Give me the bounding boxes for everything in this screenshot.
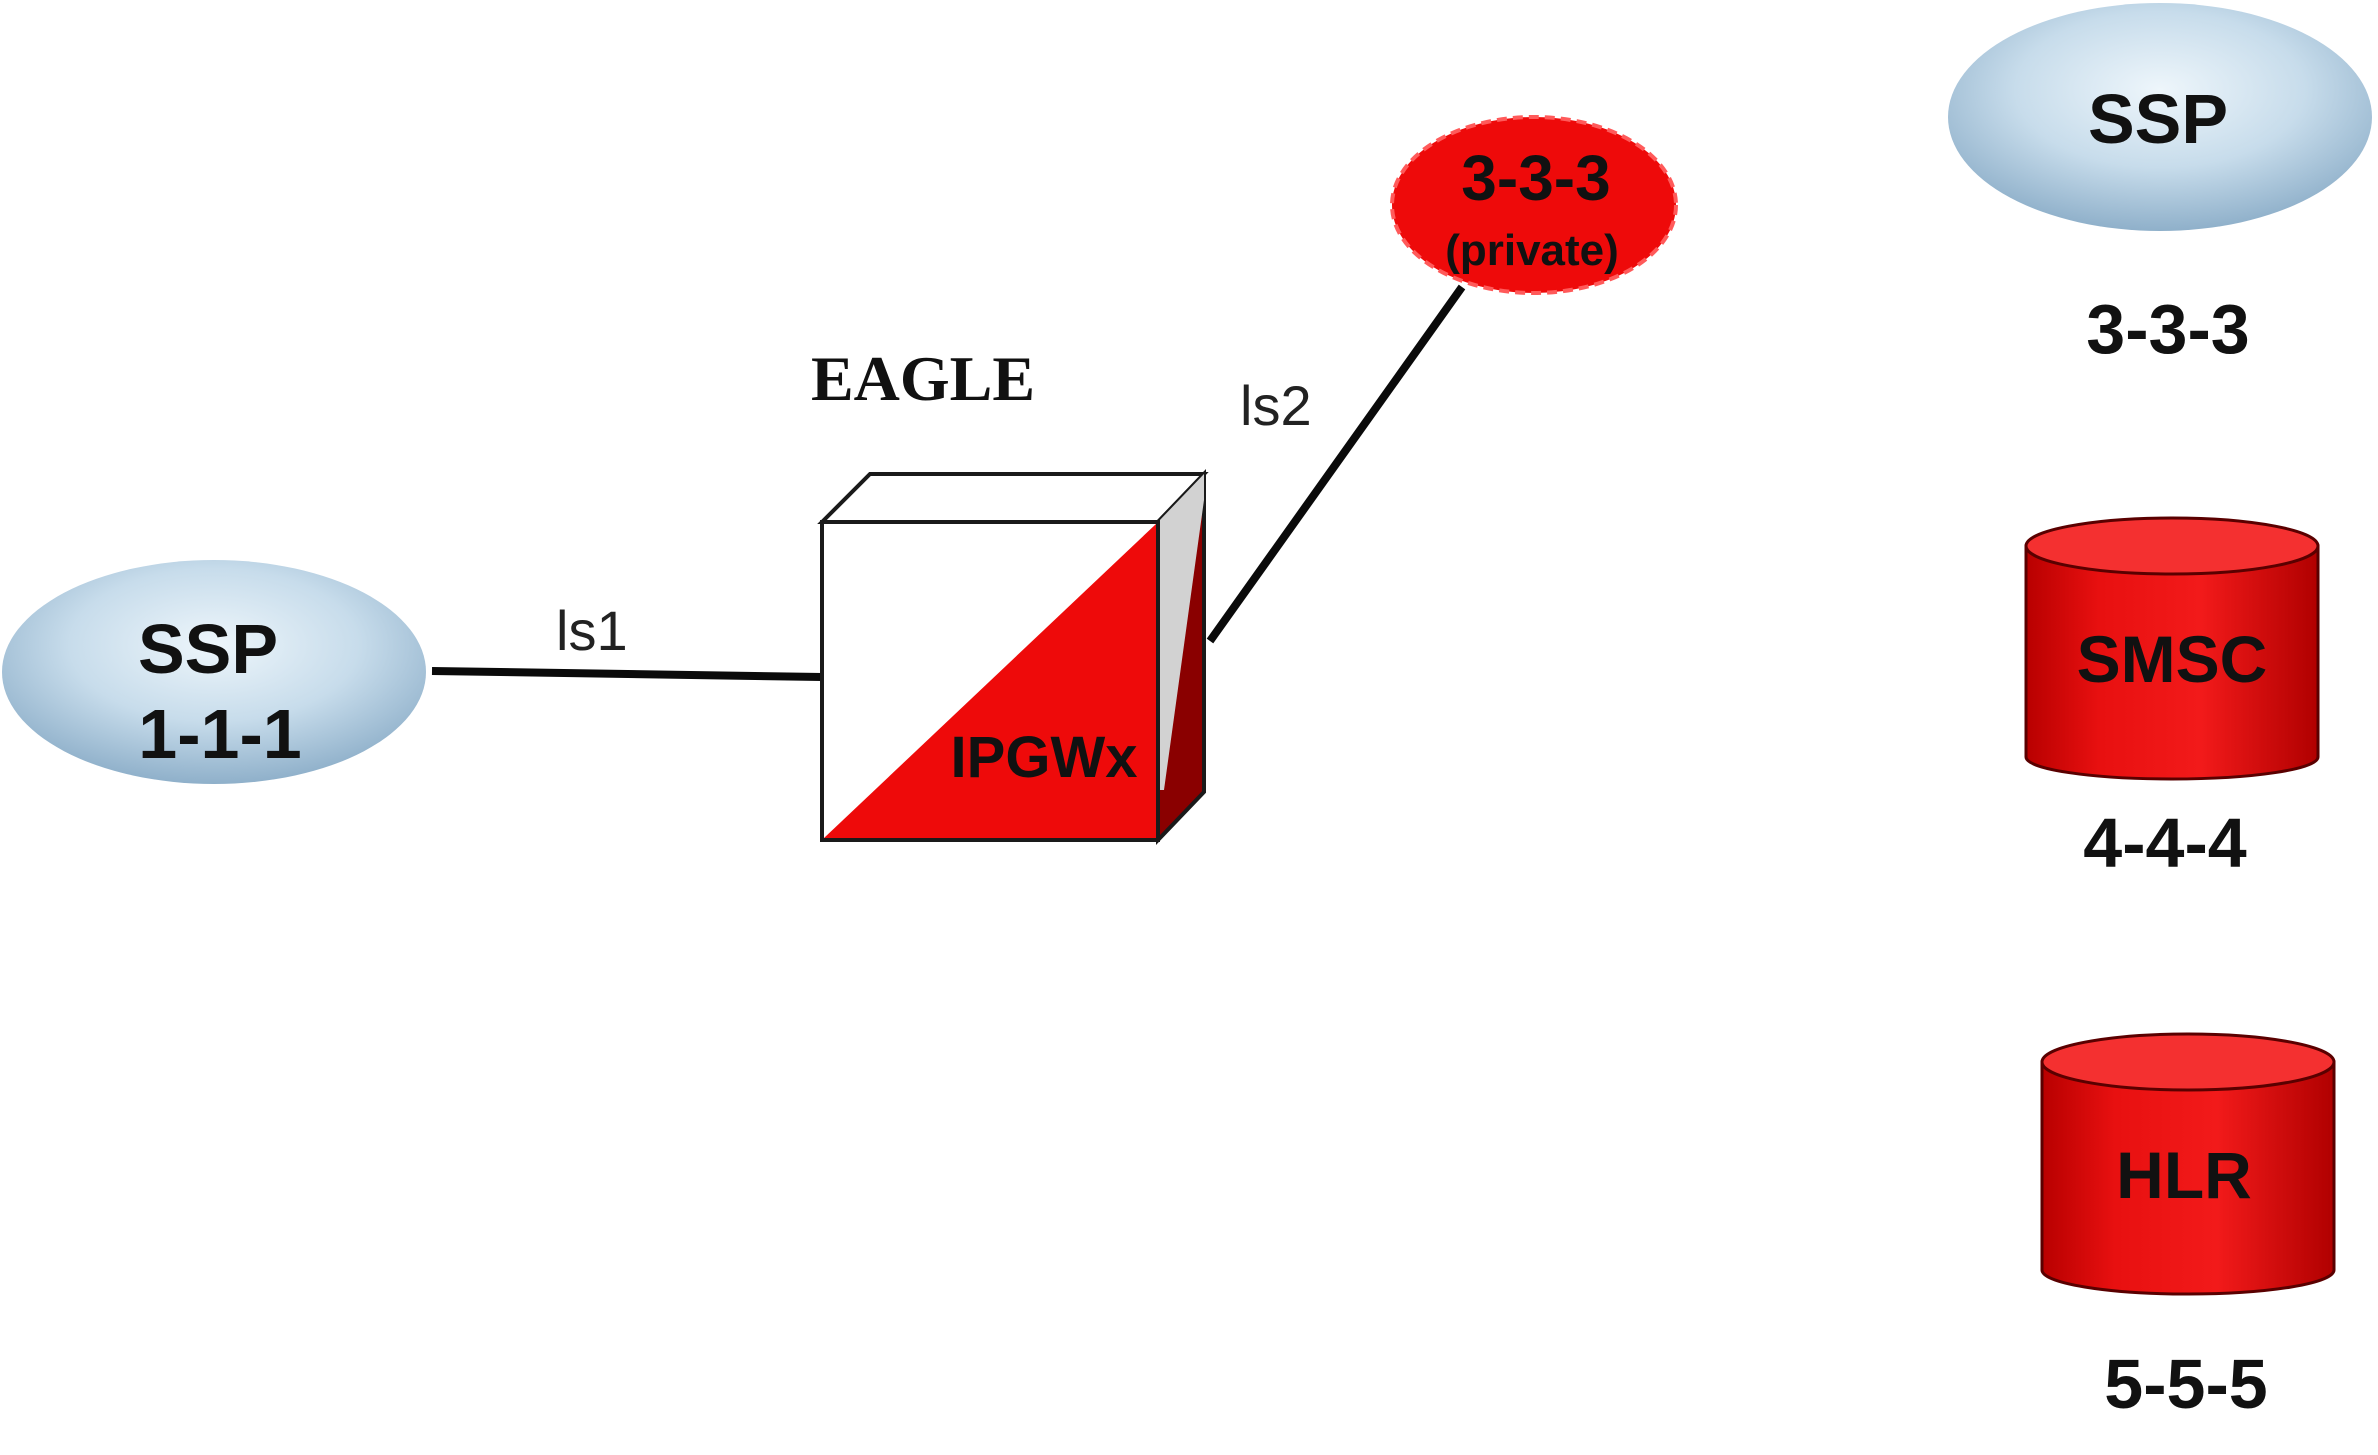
ssp-node-right: SSP 3-3-3 <box>1948 3 2372 368</box>
hlr-node: HLR 5-5-5 <box>2040 1032 2336 1423</box>
hlr-cylinder-top <box>2040 1032 2336 1092</box>
private-node-point-code: 3-3-3 <box>1461 142 1610 214</box>
ssp-left-point-code: 1-1-1 <box>138 695 301 773</box>
eagle-stp-node: EAGLE IPGWx <box>811 343 1209 845</box>
ssp-right-shape <box>1948 3 2372 231</box>
eagle-title: EAGLE <box>811 343 1035 414</box>
ssp-right-name: SSP <box>2088 80 2228 158</box>
private-node-note: (private) <box>1445 226 1619 275</box>
smsc-cylinder-top <box>2024 516 2320 576</box>
eagle-box-front-red <box>824 524 1156 838</box>
hlr-name: HLR <box>2116 1138 2252 1212</box>
hlr-cylinder-body <box>2040 1060 2336 1296</box>
smsc-cylinder-body <box>2024 544 2320 781</box>
eagle-box-side-highlight <box>1158 474 1204 790</box>
ssp-left-shape <box>2 560 426 784</box>
ssp-right-point-code: 3-3-3 <box>2086 290 2249 368</box>
link-ls1-line <box>431 667 823 681</box>
link-ls2-line <box>1206 284 1466 644</box>
private-node-shape <box>1390 115 1678 295</box>
link-ls2-label: ls2 <box>1240 374 1312 437</box>
smsc-point-code: 4-4-4 <box>2083 804 2246 882</box>
smsc-node: SMSC 4-4-4 <box>2024 516 2320 882</box>
link-ls1-label: ls1 <box>556 599 628 662</box>
eagle-box-top <box>817 472 1209 524</box>
eagle-card-label: IPGWx <box>951 725 1138 790</box>
private-node: 3-3-3 (private) <box>1390 115 1678 295</box>
smsc-name: SMSC <box>2077 622 2268 696</box>
ssp-node-left: SSP 1-1-1 <box>2 560 426 784</box>
ssp-left-name: SSP <box>138 610 278 688</box>
hlr-point-code: 5-5-5 <box>2104 1345 2267 1423</box>
